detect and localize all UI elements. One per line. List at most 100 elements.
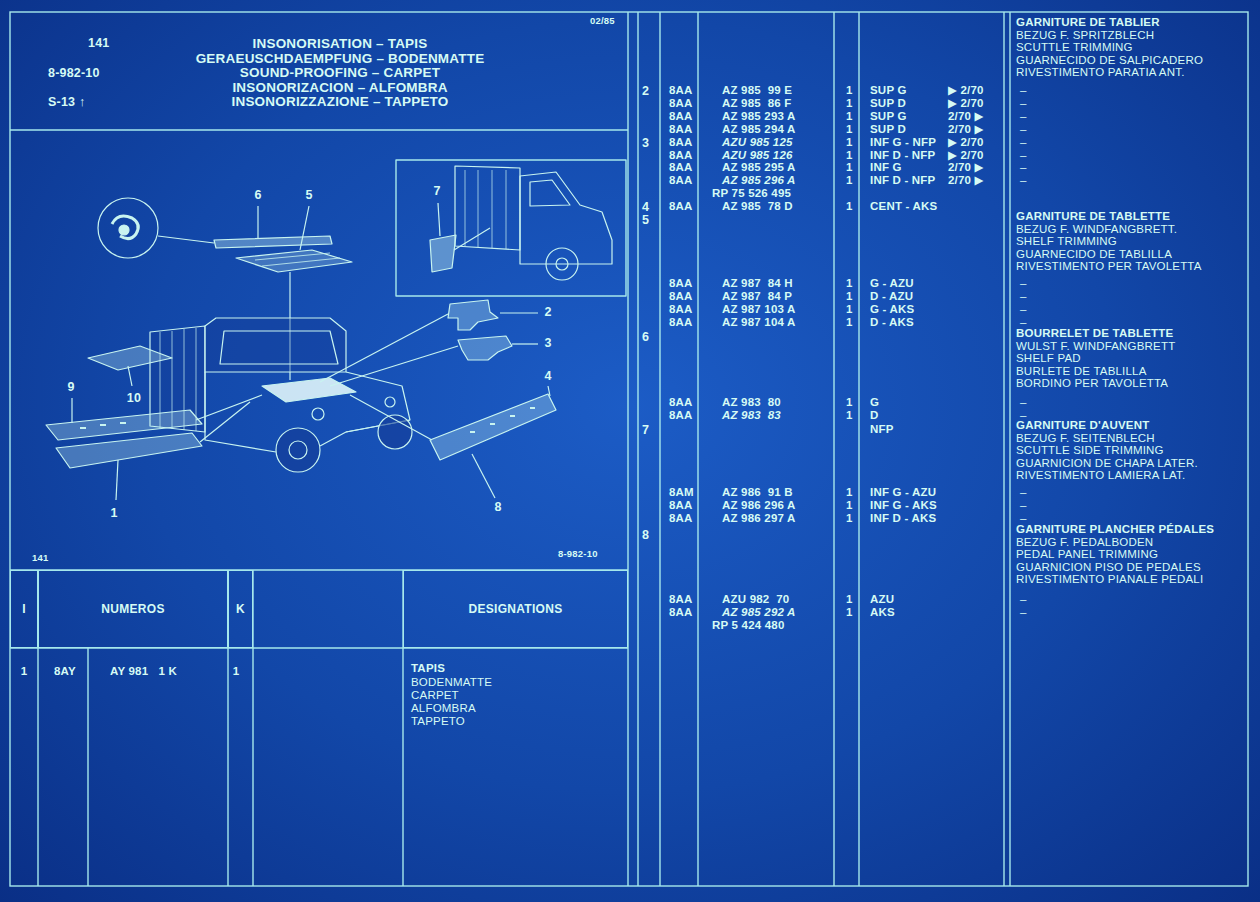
catalog-text: SOUND-PROOFING – CARPET	[240, 65, 440, 80]
catalog-text: ▶ 2/70	[948, 84, 984, 97]
catalog-text: RIVESTIMENTO PIANALE PEDALI	[1016, 573, 1203, 586]
catalog-text: ALFOMBRA	[411, 702, 476, 715]
catalog-text: RP 75 526 495	[712, 187, 791, 200]
catalog-text: BODENMATTE	[411, 676, 492, 689]
catalog-text: 1	[846, 123, 853, 136]
catalog-text: AZ 985 294 A	[722, 123, 796, 136]
catalog-text: 1	[846, 409, 853, 422]
catalog-text: 8AA	[669, 499, 693, 512]
catalog-text: ▶ 2/70	[948, 136, 984, 149]
catalog-text: INSONORIZZAZIONE – TAPPETO	[232, 94, 449, 109]
catalog-text: 8AA	[669, 593, 693, 606]
catalog-text: 8AA	[669, 290, 693, 303]
catalog-text: 1	[846, 606, 853, 619]
catalog-text: AZ 987 84 H	[722, 277, 793, 290]
catalog-text: CENT - AKS	[870, 200, 937, 213]
catalog-text: 1	[846, 97, 853, 110]
catalog-text: 8AA	[669, 110, 693, 123]
catalog-text: BORDINO PER TAVOLETTA	[1016, 377, 1168, 390]
catalog-text: AKS	[870, 606, 895, 619]
catalog-text: 3	[642, 136, 649, 150]
catalog-text: 8AA	[669, 606, 693, 619]
catalog-text: 1	[846, 277, 853, 290]
catalog-text: 6	[254, 188, 261, 202]
catalog-text: SUP D	[870, 97, 906, 110]
catalog-text: AZ 983 80	[722, 396, 781, 409]
catalog-text: GARNITURE DE TABLIER	[1016, 16, 1160, 29]
catalog-text: GUARNICION PISO DE PEDALES	[1016, 561, 1201, 574]
catalog-text: AZ 987 84 P	[722, 290, 792, 303]
catalog-text: 1	[846, 110, 853, 123]
catalog-text: GARNITURE DE TABLETTE	[1016, 210, 1170, 223]
catalog-text: 1	[846, 161, 853, 174]
catalog-text: BEZUG F. WINDFANGBRETT.	[1016, 223, 1177, 236]
catalog-text: SUP G	[870, 84, 907, 97]
catalog-text: 1	[846, 593, 853, 606]
catalog-text: 2	[544, 305, 551, 319]
catalog-text: –	[1020, 110, 1027, 123]
exploded-illustration	[46, 160, 626, 500]
catalog-text: 02/85	[590, 15, 615, 26]
catalog-text: 8AA	[669, 84, 693, 97]
catalog-text: INF D - AKS	[870, 512, 936, 525]
catalog-text: 8	[642, 528, 649, 542]
header-cell: I	[10, 570, 38, 648]
catalog-text: 1	[846, 200, 853, 213]
catalog-text: 1	[233, 665, 240, 678]
header-cell: NUMEROS	[38, 570, 228, 648]
catalog-text: SCUTTLE TRIMMING	[1016, 41, 1133, 54]
catalog-text: AZU 985 125	[722, 136, 793, 149]
catalog-text: 2/70 ▶	[948, 110, 984, 123]
catalog-text: 1	[846, 149, 853, 162]
catalog-text: 8AM	[669, 486, 694, 499]
catalog-text: 1	[846, 136, 853, 149]
catalog-text: 6	[642, 330, 649, 344]
catalog-text: 3	[544, 336, 551, 350]
catalog-text: AZ 985 293 A	[722, 110, 796, 123]
catalog-text: D - AKS	[870, 316, 914, 329]
catalog-text: GARNITURE D'AUVENT	[1016, 419, 1149, 432]
catalog-text: 1	[846, 303, 853, 316]
catalog-text: 8AA	[669, 512, 693, 525]
catalog-text: 8AA	[669, 409, 693, 422]
catalog-text: –	[1020, 486, 1027, 499]
catalog-text: AY 981 1 K	[110, 665, 177, 678]
catalog-text: ▶ 2/70	[948, 149, 984, 162]
catalog-text: –	[1020, 606, 1027, 619]
catalog-text: 8AA	[669, 200, 693, 213]
catalog-text: CARPET	[411, 689, 459, 702]
catalog-text: SUP G	[870, 110, 907, 123]
catalog-text: 8AA	[669, 136, 693, 149]
catalog-text: 8-982-10	[558, 548, 598, 559]
catalog-text: –	[1020, 136, 1027, 149]
catalog-text: INF G - AZU	[870, 486, 936, 499]
catalog-text: 8AA	[669, 316, 693, 329]
catalog-text: 1	[846, 499, 853, 512]
catalog-text: –	[1020, 161, 1027, 174]
catalog-text: 2/70 ▶	[948, 123, 984, 136]
header-label: I	[22, 602, 26, 616]
catalog-text: RIVESTIMENTO LAMIERA LAT.	[1016, 469, 1185, 482]
catalog-text: AZU 985 126	[722, 149, 793, 162]
catalog-text: 5	[305, 188, 312, 202]
catalog-text: 10	[127, 391, 141, 405]
catalog-text: 4	[642, 200, 649, 214]
catalog-text: GERAEUSCHDAEMPFUNG – BODENMATTE	[196, 51, 485, 66]
catalog-text: NFP	[870, 423, 894, 436]
catalog-text: TAPIS	[411, 662, 445, 675]
catalog-text: 141	[32, 552, 48, 563]
catalog-text: AZ 983 83	[722, 409, 781, 422]
catalog-text: –	[1020, 593, 1027, 606]
catalog-text: TAPPETO	[411, 715, 465, 728]
catalog-text: 7	[433, 184, 440, 198]
catalog-text: BURLETE DE TABLILLA	[1016, 365, 1147, 378]
catalog-text: INF G - AKS	[870, 499, 937, 512]
catalog-text: SHELF TRIMMING	[1016, 235, 1117, 248]
catalog-text: RP 5 424 480	[712, 619, 785, 632]
table-grid	[10, 12, 1248, 886]
catalog-text: 8AA	[669, 161, 693, 174]
catalog-text: GARNITURE PLANCHER PÉDALES	[1016, 523, 1214, 536]
catalog-text: 8AA	[669, 97, 693, 110]
catalog-text: 8AY	[54, 665, 76, 678]
catalog-text: GUARNECIDO DE TABLILLA	[1016, 248, 1172, 261]
